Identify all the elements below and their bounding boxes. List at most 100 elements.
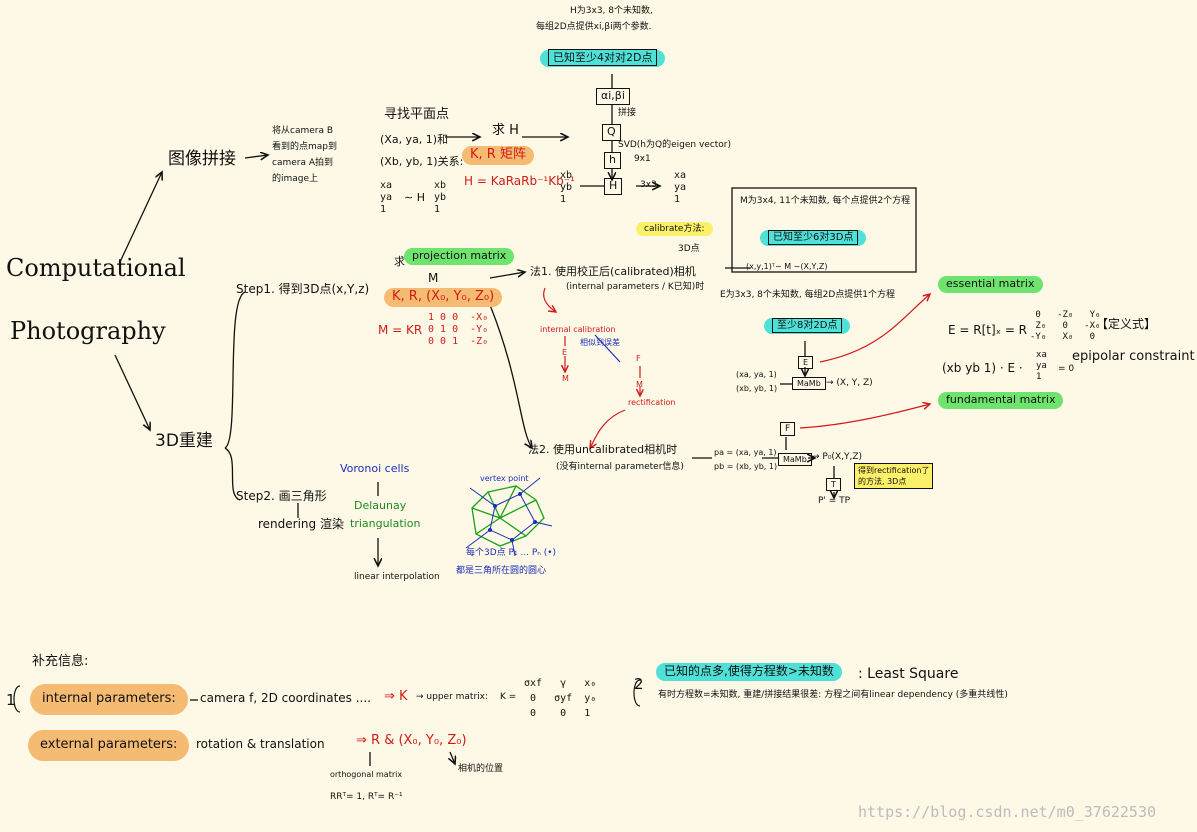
alpha-beta-box: αi,βi: [596, 88, 630, 105]
external-parameters-badge: external parameters:: [28, 730, 190, 761]
dependency-note: 有时方程数=未知数, 重建/拼接结果很差: 方程之间有linear depend…: [658, 690, 1008, 700]
step1-label: Step1. 得到3D点(x,Y,z): [236, 282, 370, 296]
stitch-desc-2: 看到的点map到: [272, 142, 337, 152]
edge-red-f-fund: [799, 404, 930, 429]
k-equals: K =: [500, 692, 517, 702]
root-title-line1: Computational: [6, 254, 186, 282]
f-letter: F: [636, 354, 641, 363]
pb2: pb = (xb, yb, 1): [714, 462, 778, 471]
m-equation: M = KR: [378, 323, 423, 337]
e-box: E: [798, 356, 814, 370]
internal-parameters-badge: internal parameters:: [30, 684, 188, 715]
xyz-result: → (X, Y, Z): [826, 378, 873, 388]
delaunay-note-1: 每个3D点 P₁ ... Pₙ (•): [466, 548, 557, 558]
h-info-2: 每组2D点提供xi,βi两个参数.: [536, 22, 652, 32]
e-info: E为3x3, 8个未知数, 每组2D点提供1个方程: [720, 290, 896, 300]
q-box: Q: [602, 124, 621, 141]
fundamental-matrix-badge: fundamental matrix: [938, 392, 1064, 409]
yellow-note-line1: 得到rectification了: [858, 466, 930, 475]
relation-operator: ∼ H: [404, 191, 425, 204]
delaunay-line1: Delaunay: [354, 499, 407, 512]
essential-matrix-badge: essential matrix: [938, 276, 1043, 293]
krx-badge: K, R, (X₀, Y₀, Z₀): [384, 288, 503, 307]
e-definition: E = R[t]ₓ = R: [948, 323, 1028, 337]
branch-recon: 3D重建: [155, 431, 213, 451]
upper-matrix: → upper matrix:: [416, 692, 488, 702]
mamb-box: MaMb: [792, 377, 826, 391]
edge-red-rect-m2: [590, 409, 626, 448]
yellow-note: 得到rectification了的方法, 3D点: [854, 463, 934, 490]
edge-root-recon: [114, 354, 150, 430]
stitch-desc-4: 的image上: [272, 174, 319, 184]
orthogonal-eq: RRᵀ= 1, Rᵀ= R⁻¹: [330, 792, 403, 802]
svd-note: SVD(h为Q的eigen vector): [618, 140, 732, 150]
stitch-label: 拼接: [618, 108, 637, 118]
epipolar-equation: (xb yb 1) · E ·: [942, 361, 1023, 375]
method2-sub: (没有internal parameter信息): [556, 462, 684, 472]
m-info: M为3x4, 11个未知数, 每个点提供2个方程: [740, 196, 911, 206]
edge-ortho: [369, 751, 455, 766]
calib-box-frame: [731, 187, 917, 273]
projection-equation: (x,y,1)ᵀ∼ M ∼(X,Y,Z): [746, 262, 828, 271]
internal-desc: camera f, 2D coordinates ....: [200, 691, 371, 705]
m-small: M: [562, 374, 569, 383]
edge-step1-m2: [489, 304, 532, 448]
relation-left-vec: xa ya 1: [380, 180, 393, 215]
pb1: (xb, yb, 1): [736, 384, 778, 393]
orthogonal-matrix: orthogonal matrix: [330, 770, 403, 779]
point-b: (Xb, yb, 1)关系:: [380, 155, 464, 168]
m-matrix: 1 0 0 -X₀ 0 1 0 -Y₀ 0 0 1 -Z₀: [428, 312, 489, 347]
dim-3x3: 3x3: [640, 180, 657, 190]
brace-1: [13, 685, 21, 713]
f-box: F: [780, 422, 796, 437]
epipolar-constraint: epipolar constraint: [1072, 349, 1195, 364]
step2-label: Step2. 画三角形: [236, 489, 327, 503]
supp-num-1: 1: [6, 691, 16, 709]
projection-matrix-badge: projection matrix: [404, 248, 515, 265]
known-8-badge: 至少8对2D点: [764, 318, 851, 334]
known-pairs-badge: 已知至少4对对2D点: [540, 49, 666, 67]
edge-stitch-desc: [244, 155, 268, 158]
known-3d-text: 已知至少6对3D点: [768, 230, 859, 245]
branch-stitch: 图像拼接: [168, 149, 236, 169]
h-formula: H = KaRaRb⁻¹Kb⁻¹: [464, 174, 575, 188]
known-8-text: 至少8对2D点: [772, 318, 843, 333]
edge-red-e-ess: [819, 294, 930, 363]
internal-calibration: internal calibration: [540, 325, 616, 334]
edge-red-m1: [543, 287, 556, 312]
epipolar-zero: = 0: [1058, 364, 1075, 374]
stitch-desc-3: camera A拍到: [272, 158, 334, 168]
find-plane-points: 寻找平面点: [384, 107, 450, 122]
edge-step1-m1: [489, 272, 525, 279]
relation-right-vec: xb yb 1: [434, 180, 447, 215]
p-prime: P' = TP: [818, 496, 851, 506]
calibrate-3d: 3D点: [678, 244, 700, 254]
pa2: pa = (xa, ya, 1): [714, 448, 777, 457]
arrow-r: ⇒ R & (X₀, Y₀, Z₀): [356, 733, 467, 748]
voronoi-lines: [465, 477, 553, 557]
known-3d-badge: 已知至少6对3D点: [760, 230, 867, 246]
dim-9x1: 9x1: [634, 154, 651, 164]
p0-result: → P₀(X,Y,Z): [812, 452, 863, 462]
seek-h: 求 H: [492, 123, 519, 138]
k-matrix: σxf γ x₀ 0 σyf y₀ 0 0 1: [524, 678, 597, 719]
supp-title: 补充信息:: [32, 654, 89, 669]
watermark: https://blog.csdn.net/m0_37622530: [858, 803, 1157, 821]
calibrate-method-badge: calibrate方法:: [636, 222, 713, 237]
e-letter: E: [562, 348, 568, 357]
seek-label: 求: [394, 255, 405, 268]
known-more-badge: 已知的点多,使得方程数>未知数: [656, 663, 842, 681]
e-matrix: 0 -Z₀ Y₀ Z₀ 0 -X₀ -Y₀ X₀ 0: [1030, 310, 1101, 342]
pa1: (xa, ya, 1): [736, 370, 777, 379]
output-vec: xa ya 1: [674, 170, 687, 205]
t-box: T: [826, 478, 841, 492]
method1-sub: (internal parameters / K已知)时: [566, 282, 705, 292]
edge-root-stitch: [119, 172, 162, 263]
arrow-k: ⇒ K: [384, 689, 408, 704]
camera-position: 相机的位置: [458, 764, 504, 774]
brace-2: [633, 679, 641, 707]
linear-interpolation: linear interpolation: [354, 572, 440, 582]
edge-recon-branch: [224, 291, 246, 501]
